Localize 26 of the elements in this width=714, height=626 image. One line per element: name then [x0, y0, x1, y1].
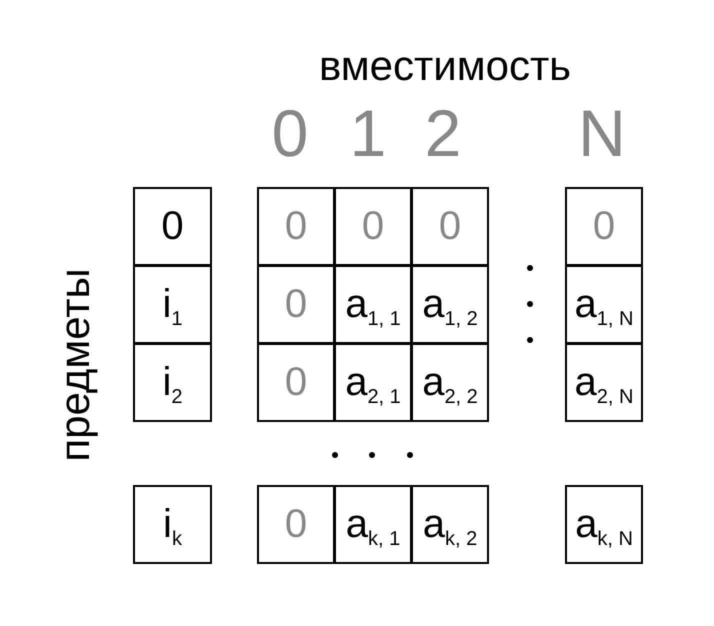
row-header-cell: i$_{1}$	[133, 265, 212, 344]
table-cell: a$_{2, 2}$	[411, 343, 489, 422]
table-cell: a$_{2, 1}$	[334, 343, 412, 422]
table-cell: 0	[257, 187, 335, 266]
column-number: 0	[272, 100, 308, 166]
table-cell: 0	[257, 343, 335, 422]
axis-title: вместимость	[318, 45, 572, 87]
table-cell: a$_{k, N}$	[565, 485, 643, 564]
table-cell: 0	[257, 485, 335, 564]
table-cell: a$_{1, 2}$	[411, 265, 489, 344]
table-cell: 0	[565, 187, 643, 266]
table-cell: a$_{1, N}$	[565, 265, 643, 344]
table-cell: a$_{k, 2}$	[411, 485, 489, 564]
table-cell: a$_{1, 1}$	[334, 265, 412, 344]
row-header-cell: i$_{k}$	[133, 485, 212, 564]
column-number: 2	[424, 100, 462, 166]
column-number: N	[578, 100, 626, 166]
table-cell: 0	[257, 265, 335, 344]
axis-title: предметы	[54, 268, 96, 462]
row-header-cell: 0	[133, 187, 212, 266]
table-cell: 0	[334, 187, 412, 266]
column-number: 1	[350, 100, 386, 166]
table-cell: a$_{k, 1}$	[334, 485, 412, 564]
row-header-cell: i$_{2}$	[133, 343, 212, 422]
table-cell: 0	[411, 187, 489, 266]
table-cell: a$_{2, N}$	[565, 343, 643, 422]
